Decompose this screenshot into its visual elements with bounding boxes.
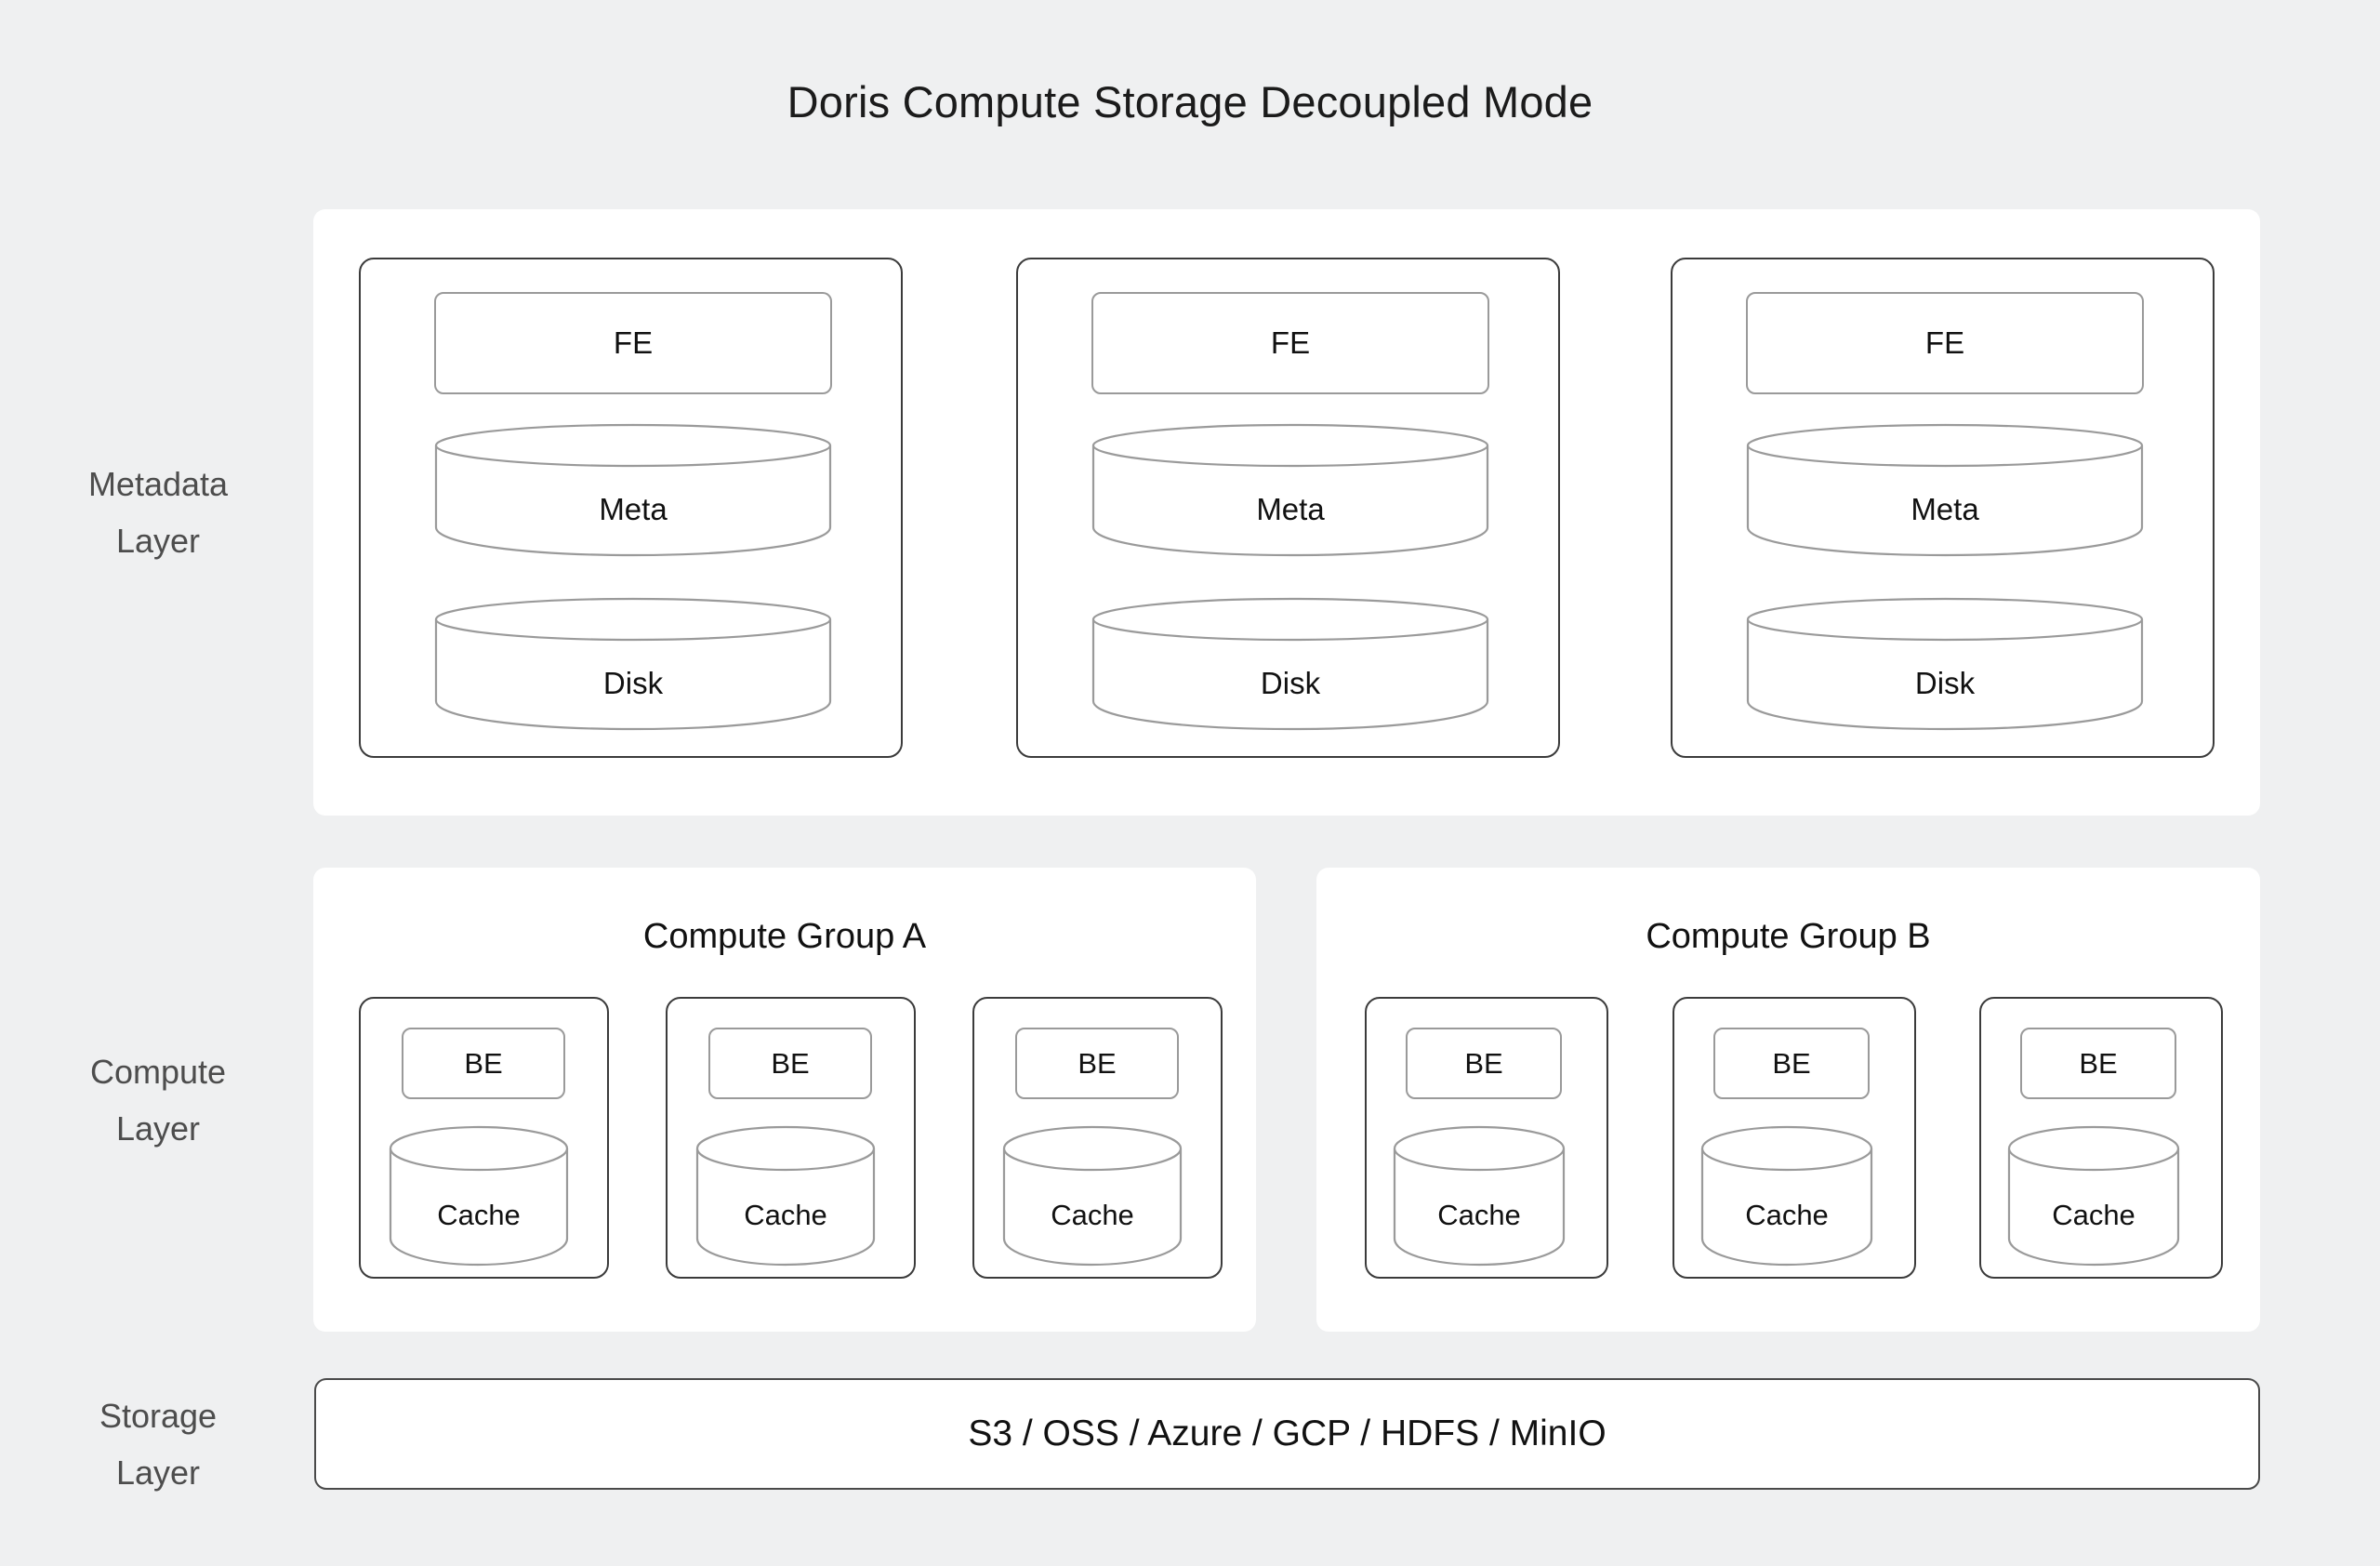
fe-process-box[interactable]: FE bbox=[1746, 292, 2144, 394]
fe-process-box[interactable]: FE bbox=[434, 292, 832, 394]
compute-group-b-title: Compute Group B bbox=[1646, 917, 1931, 956]
be-node[interactable]: BE Cache bbox=[666, 997, 916, 1279]
cache-cylinder-label: Cache bbox=[2052, 1199, 2135, 1231]
cache-cylinder: Cache bbox=[1700, 1125, 1873, 1270]
cache-cylinder: Cache bbox=[389, 1125, 569, 1270]
page-title: Doris Compute Storage Decoupled Mode bbox=[787, 77, 1593, 126]
meta-cylinder: Meta bbox=[1091, 423, 1489, 558]
disk-cylinder: Disk bbox=[1091, 597, 1489, 732]
storage-backends-label: S3 / OSS / Azure / GCP / HDFS / MinIO bbox=[968, 1413, 1606, 1453]
cache-cylinder-label: Cache bbox=[744, 1199, 827, 1231]
meta-cylinder: Meta bbox=[434, 423, 832, 558]
be-node[interactable]: BE Cache bbox=[1365, 997, 1608, 1279]
meta-cylinder-label: Meta bbox=[1256, 492, 1325, 526]
be-node[interactable]: BE Cache bbox=[972, 997, 1223, 1279]
disk-cylinder-label: Disk bbox=[602, 666, 664, 700]
be-process-box[interactable]: BE bbox=[1713, 1028, 1870, 1099]
be-process-box[interactable]: BE bbox=[1406, 1028, 1562, 1099]
fe-node[interactable]: FE Meta Disk bbox=[1671, 258, 2215, 758]
compute-layer-label: Compute Layer bbox=[19, 1043, 298, 1157]
be-node[interactable]: BE Cache bbox=[1979, 997, 2223, 1279]
fe-node[interactable]: FE Meta Disk bbox=[359, 258, 903, 758]
cache-cylinder-label: Cache bbox=[1745, 1199, 1829, 1231]
cache-cylinder-label: Cache bbox=[1437, 1199, 1521, 1231]
meta-cylinder-label: Meta bbox=[1911, 492, 1979, 526]
compute-group-b-panel: Compute Group B BE Cache BE Cache BE bbox=[1316, 868, 2260, 1332]
storage-layer-label: Storage Layer bbox=[19, 1387, 298, 1501]
cache-cylinder-label: Cache bbox=[1051, 1199, 1134, 1231]
be-process-box[interactable]: BE bbox=[708, 1028, 872, 1099]
disk-cylinder: Disk bbox=[434, 597, 832, 732]
metadata-layer-label-line2: Layer bbox=[115, 522, 201, 560]
compute-group-a-title: Compute Group A bbox=[642, 917, 927, 956]
metadata-layer-label: Metadata Layer bbox=[19, 456, 298, 569]
cache-cylinder-label: Cache bbox=[437, 1199, 521, 1231]
storage-layer-label-line1: Storage bbox=[99, 1397, 218, 1435]
meta-cylinder: Meta bbox=[1746, 423, 2144, 558]
disk-cylinder-label: Disk bbox=[1914, 666, 1976, 700]
disk-cylinder: Disk bbox=[1746, 597, 2144, 732]
metadata-layer-label-line1: Metadata bbox=[87, 465, 229, 503]
fe-process-box[interactable]: FE bbox=[1091, 292, 1489, 394]
be-node[interactable]: BE Cache bbox=[1673, 997, 1916, 1279]
cache-cylinder: Cache bbox=[695, 1125, 876, 1270]
cache-cylinder: Cache bbox=[1393, 1125, 1566, 1270]
storage-layer-label-line2: Layer bbox=[115, 1453, 201, 1492]
disk-cylinder-label: Disk bbox=[1260, 666, 1321, 700]
be-process-box[interactable]: BE bbox=[1015, 1028, 1179, 1099]
fe-node[interactable]: FE Meta Disk bbox=[1016, 258, 1560, 758]
meta-cylinder-label: Meta bbox=[599, 492, 668, 526]
be-process-box[interactable]: BE bbox=[2020, 1028, 2176, 1099]
be-process-box[interactable]: BE bbox=[402, 1028, 565, 1099]
compute-layer-label-line1: Compute bbox=[89, 1053, 227, 1091]
compute-layer-label-line2: Layer bbox=[115, 1109, 201, 1148]
cache-cylinder: Cache bbox=[2007, 1125, 2180, 1270]
storage-backends-bar[interactable]: S3 / OSS / Azure / GCP / HDFS / MinIO bbox=[314, 1378, 2260, 1490]
metadata-layer-panel: FE Meta Disk FE Meta bbox=[313, 209, 2260, 816]
be-node[interactable]: BE Cache bbox=[359, 997, 609, 1279]
compute-group-a-panel: Compute Group A BE Cache BE Cache BE bbox=[313, 868, 1256, 1332]
cache-cylinder: Cache bbox=[1002, 1125, 1183, 1270]
